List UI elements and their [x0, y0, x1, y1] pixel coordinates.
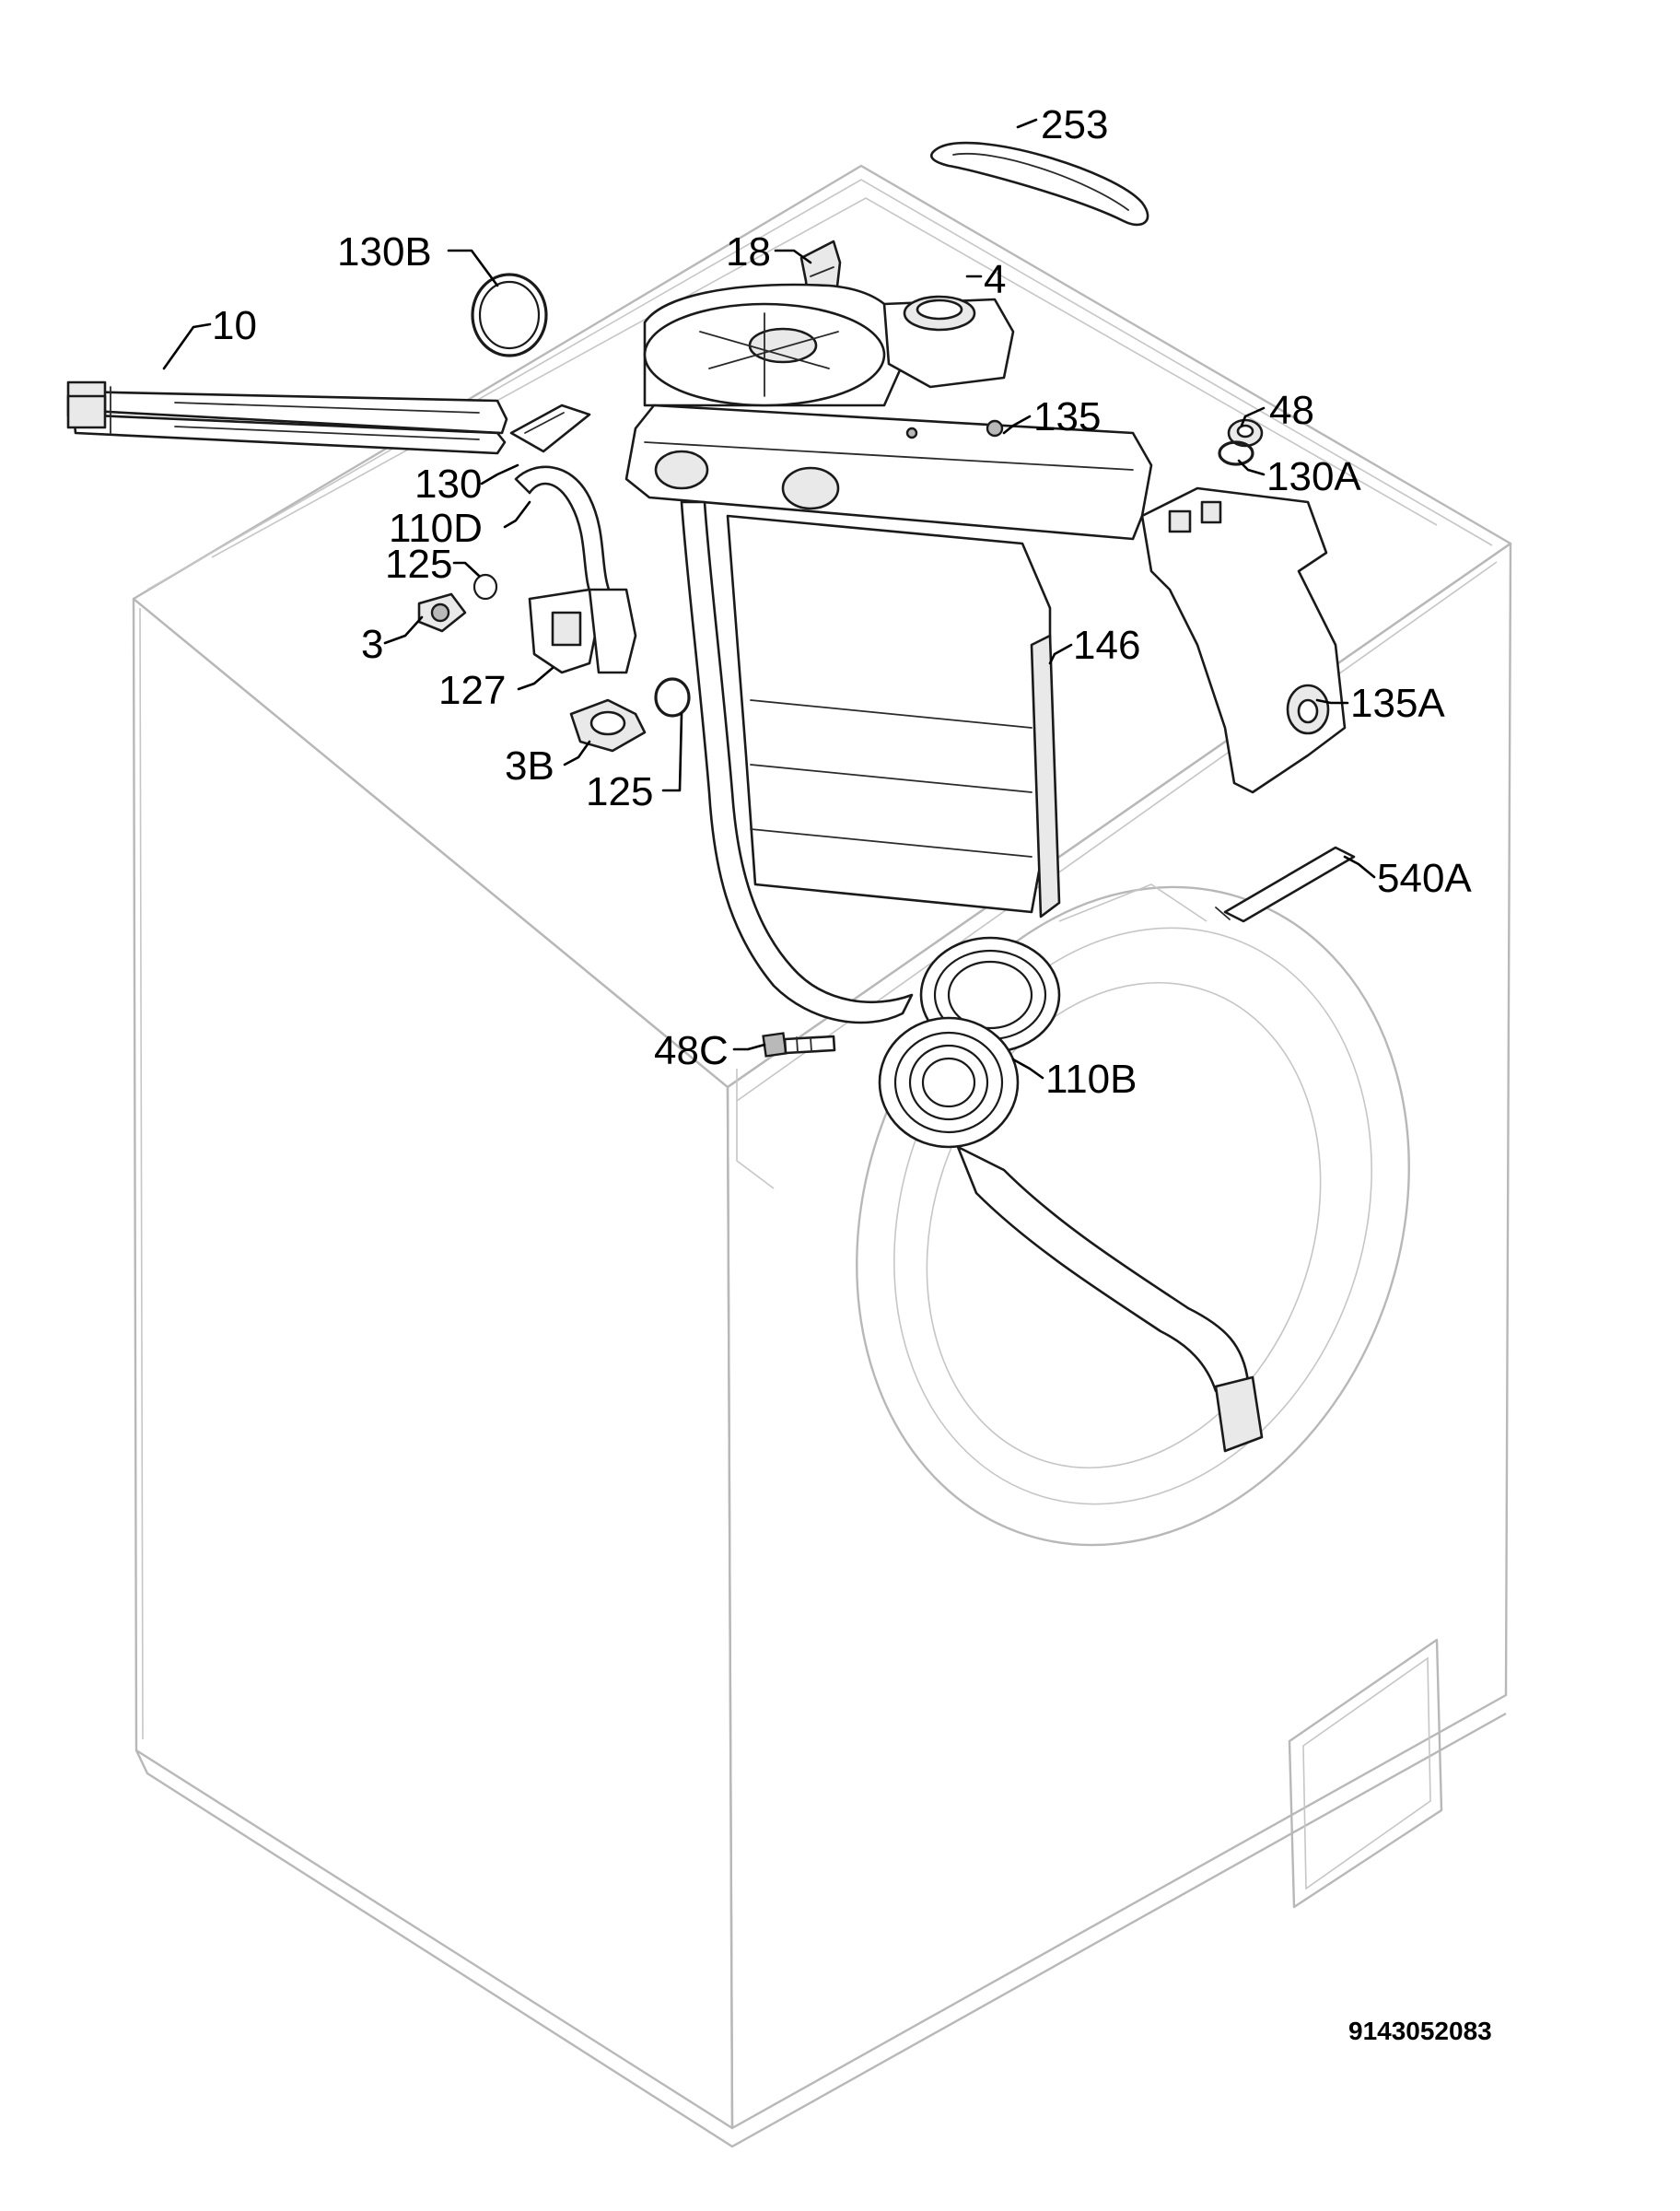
- motor-pulley: [882, 295, 1015, 389]
- callout-labels: 253 130B 18 4 10 135 48 130 130A 110D 12…: [212, 102, 1472, 1102]
- heating-element: [66, 380, 508, 455]
- bolt: [762, 1032, 836, 1058]
- pressure-switch: [528, 588, 637, 674]
- gasket-strip: [1215, 846, 1356, 923]
- callout-540A: 540A: [1377, 856, 1472, 901]
- callout-135: 135: [1033, 394, 1101, 439]
- o-ring-lower: [654, 677, 691, 718]
- o-ring-upper: [472, 573, 498, 601]
- large-seal-ring: [471, 273, 548, 357]
- thermostat: [569, 698, 647, 753]
- callout-48: 48: [1269, 388, 1314, 433]
- leader-lines: [162, 118, 1376, 1080]
- bellows: [878, 936, 1061, 1149]
- heater-gasket: [509, 404, 591, 453]
- small-seal-ring: [1218, 440, 1254, 466]
- callout-110D: 110D: [389, 506, 483, 551]
- callout-48C: 48C: [654, 1028, 729, 1073]
- callout-146: 146: [1073, 623, 1140, 668]
- callout-110B: 110B: [1045, 1057, 1138, 1102]
- callout-10: 10: [212, 303, 257, 348]
- drive-belt: [930, 141, 1149, 227]
- outlet-hose: [956, 1145, 1264, 1453]
- callout-3: 3: [361, 622, 383, 667]
- callout-253: 253: [1041, 102, 1108, 147]
- callout-3B: 3B: [505, 743, 554, 789]
- callout-18: 18: [726, 229, 771, 275]
- callout-130A: 130A: [1266, 454, 1361, 499]
- right-support-bracket: [1140, 486, 1347, 794]
- callout-127: 127: [438, 668, 506, 713]
- grommet: [1227, 418, 1264, 448]
- callout-125-upper: 125: [385, 542, 452, 587]
- tub-rear-housing: [643, 283, 906, 407]
- callout-135A: 135A: [1350, 681, 1445, 726]
- callout-130B: 130B: [337, 229, 432, 275]
- callout-130: 130: [414, 462, 482, 507]
- drain-hose-left: [680, 500, 914, 1024]
- callout-4: 4: [984, 257, 1006, 302]
- temperature-sensor: [417, 592, 467, 633]
- callout-125-lower: 125: [586, 769, 653, 814]
- upper-hose: [514, 465, 614, 605]
- document-number: 9143052083: [1348, 2017, 1492, 2045]
- tub-body: [726, 514, 1061, 918]
